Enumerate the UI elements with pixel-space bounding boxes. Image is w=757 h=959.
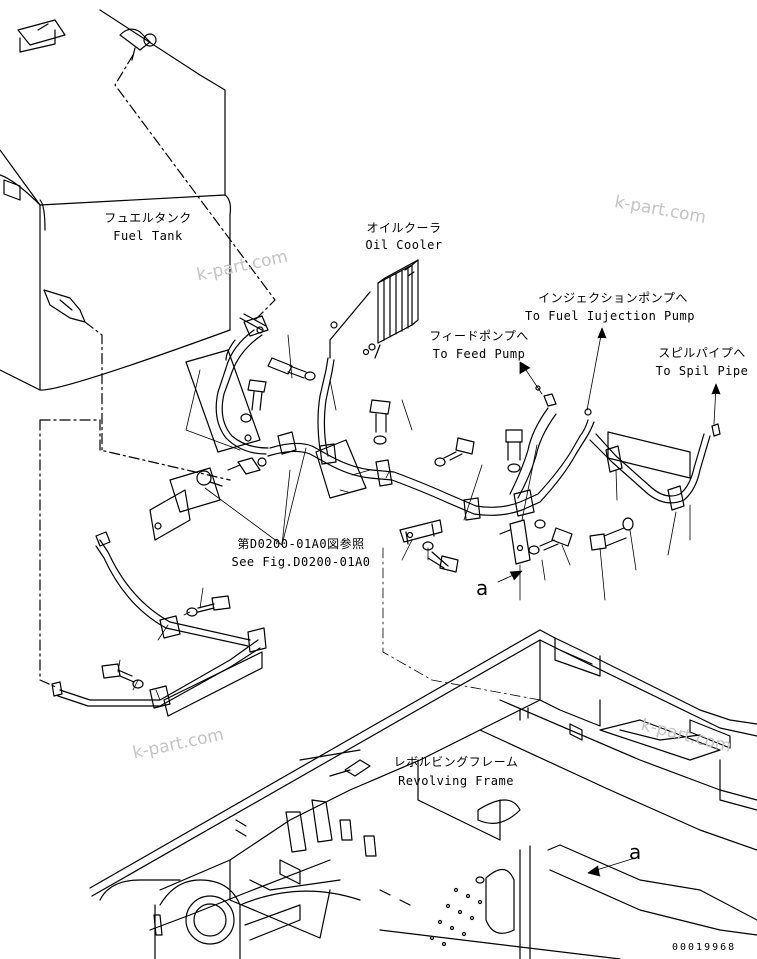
fuel-tank-drawing xyxy=(0,9,276,451)
spill-pipe-label-en: To Spil Pipe xyxy=(655,364,749,378)
see-fig-label-jp: 第D0200-01A0図参照 xyxy=(237,537,365,551)
drawing-code: 00019968 xyxy=(672,942,737,953)
brackets xyxy=(399,519,546,565)
injection-pump-label-en: To Fuel Iujection Pump xyxy=(525,309,695,323)
hose-assembly xyxy=(185,313,721,521)
oil-cooler-label-en: Oil Cooler xyxy=(365,238,443,252)
fuel-tank-label-en: Fuel Tank xyxy=(113,229,183,243)
revolving-frame-label-jp: レボルビングフレーム xyxy=(393,755,519,769)
oil-cooler-label-jp: オイルクーラ xyxy=(366,221,442,235)
revolving-frame-drawing xyxy=(89,629,757,959)
oil-cooler-drawing xyxy=(329,259,419,359)
fuel-tank-label-jp: フュエルタンク xyxy=(104,211,192,225)
bolts xyxy=(101,357,634,689)
left-fuel-line xyxy=(51,467,267,717)
feed-pump-label-jp: フィードポンプへ xyxy=(429,329,529,343)
callout-a-lower: a xyxy=(629,840,642,864)
see-fig-label-en: See Fig.D0200-01A0 xyxy=(231,555,371,569)
callout-a-upper: a xyxy=(476,576,489,600)
left-leader-box xyxy=(39,419,231,689)
revolving-frame-label-en: Revolving Frame xyxy=(398,774,514,788)
feed-pump-label-en: To Feed Pump xyxy=(432,347,526,361)
injection-pump-label-jp: インジェクションポンプへ xyxy=(538,291,688,305)
spill-pipe-label-jp: スピルパイプへ xyxy=(658,346,746,360)
leader-lines xyxy=(117,327,721,877)
